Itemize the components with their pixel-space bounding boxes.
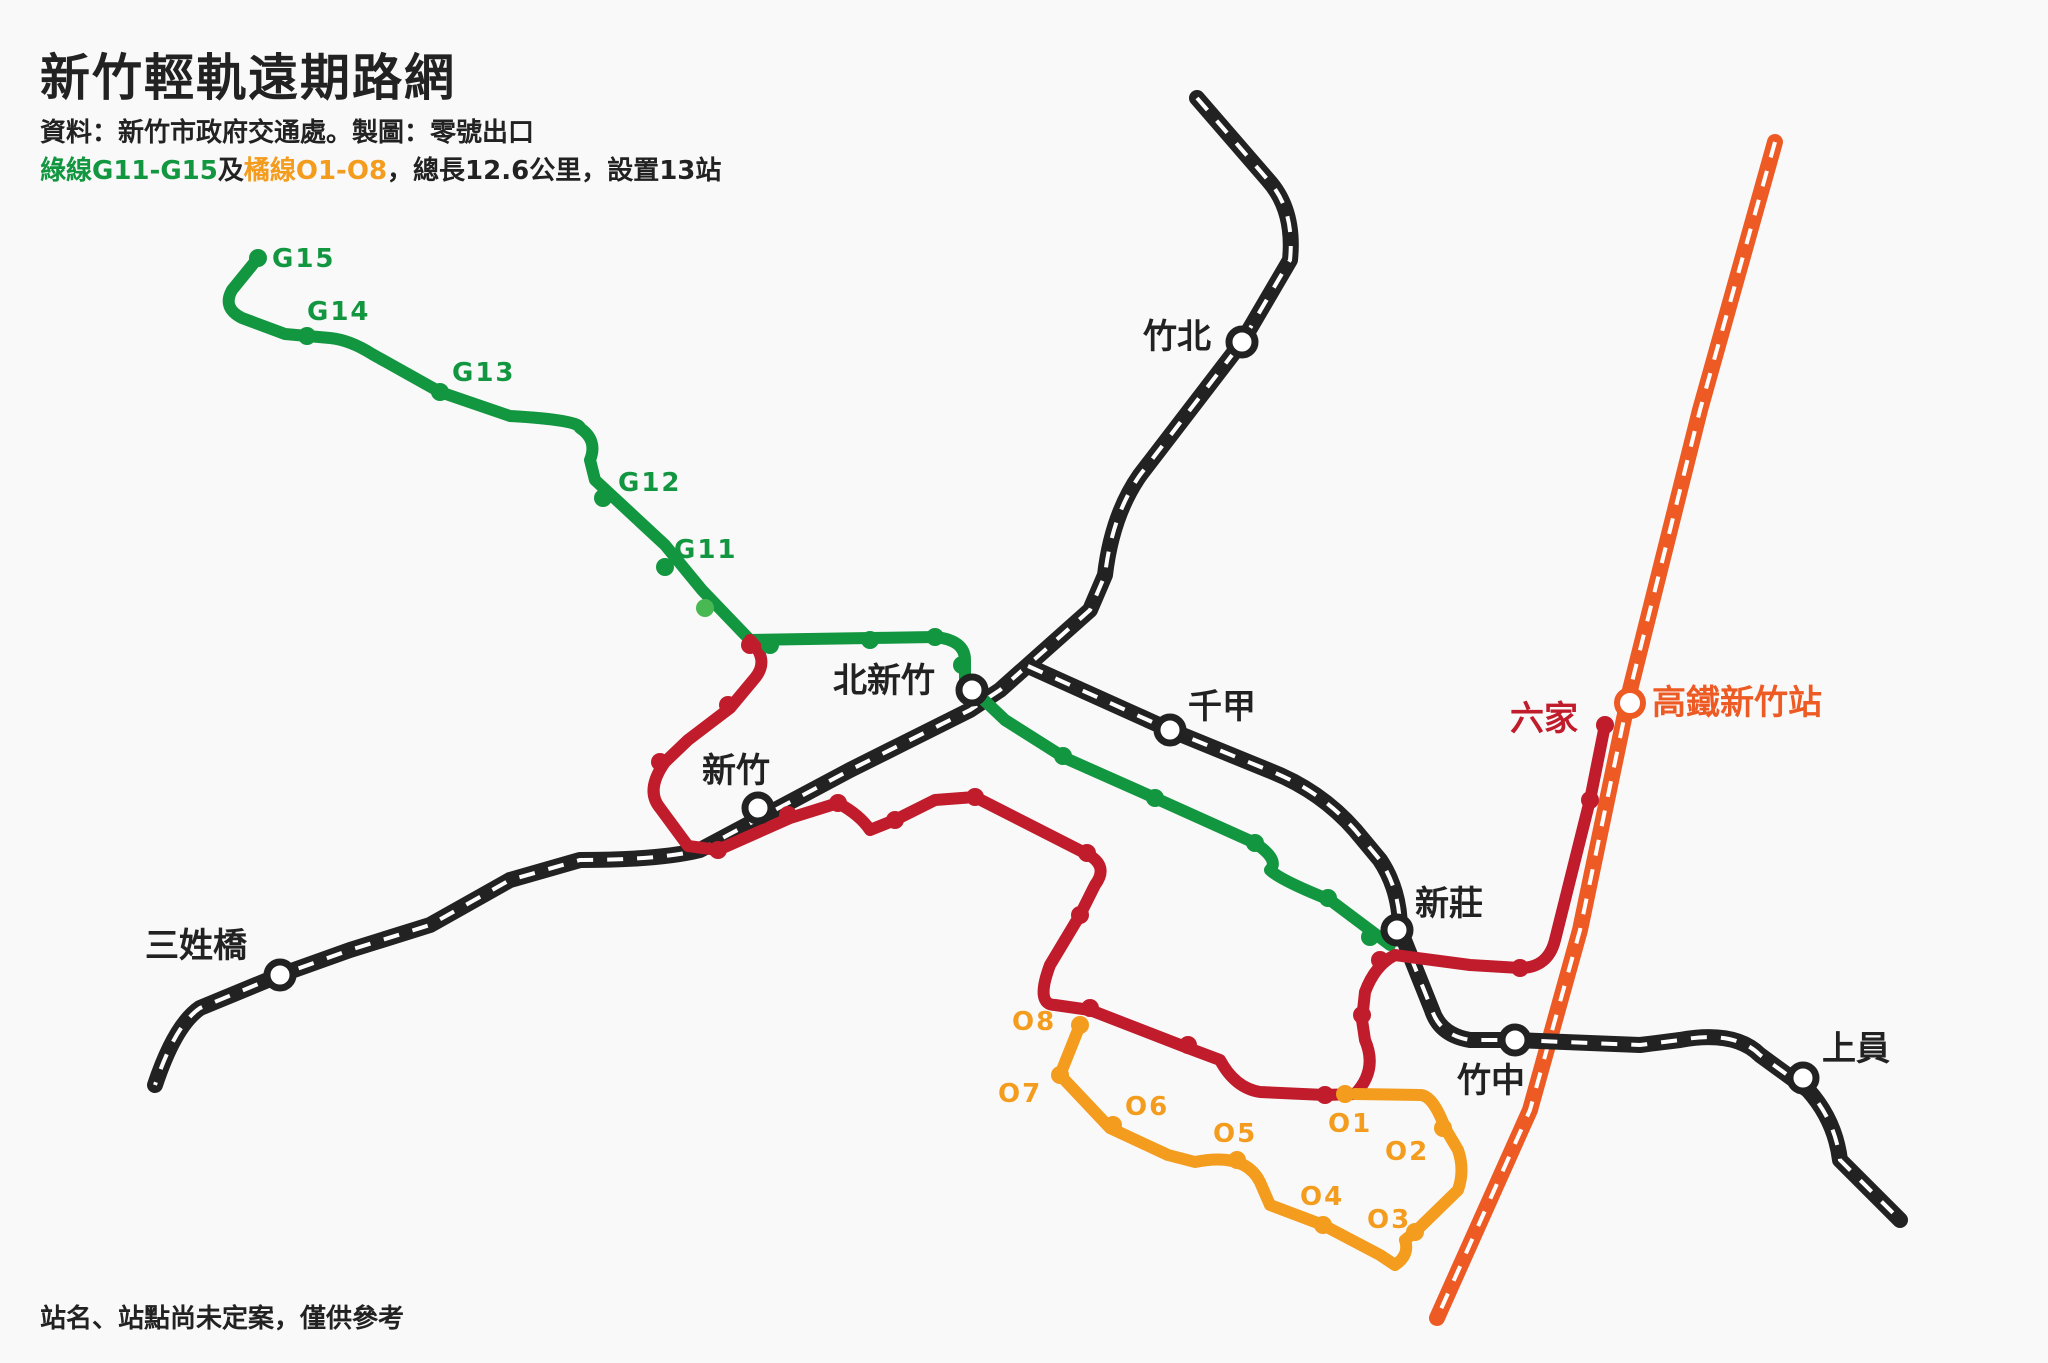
red-stop	[1071, 906, 1089, 924]
map-source: 資料：新竹市政府交通處。製圖：零號出口	[40, 118, 535, 148]
station-labels: 竹北 北新竹 千甲 新竹 三姓橋 新莊 竹中 上員 高鐵新竹站 六家	[145, 317, 1890, 1101]
label-sanxingqiao: 三姓橋	[145, 926, 247, 966]
red-stop	[1511, 959, 1529, 977]
label-o8: O8	[1012, 1007, 1056, 1037]
orange-stop-o3	[1406, 1223, 1424, 1241]
label-o3: O3	[1367, 1205, 1411, 1235]
hsr-line	[1429, 134, 1783, 1326]
red-stop	[651, 753, 669, 771]
label-o5: O5	[1213, 1119, 1257, 1149]
green-stop	[861, 631, 879, 649]
summary-orange: 橘線O1-O8	[243, 156, 388, 186]
green-stop	[696, 599, 714, 617]
label-g15: G15	[272, 244, 336, 274]
orange-stop-o5	[1228, 1151, 1246, 1169]
red-stop	[1581, 791, 1599, 809]
red-stop	[1353, 1006, 1371, 1024]
green-line	[222, 252, 1396, 951]
red-line	[647, 634, 1611, 1101]
red-stop	[829, 794, 847, 812]
green-stop-g14	[298, 327, 316, 345]
orange-stops	[1051, 1016, 1452, 1241]
red-stop	[1081, 999, 1099, 1017]
red-stops	[651, 636, 1614, 1104]
red-stop	[719, 696, 737, 714]
red-stop	[741, 636, 759, 654]
green-stop	[926, 628, 944, 646]
label-g11: G11	[674, 535, 738, 565]
label-shangyuan: 上員	[1822, 1029, 1890, 1069]
label-g14: G14	[307, 297, 371, 327]
summary-and: 及	[217, 156, 244, 186]
green-stop	[1361, 928, 1379, 946]
orange-stop-o4	[1314, 1216, 1332, 1234]
green-labels: G15 G14 G13 G12 G11	[272, 244, 738, 565]
label-g12: G12	[618, 468, 682, 498]
summary-rest: ，總長12.6公里，設置13站	[387, 156, 722, 186]
label-beixinzhu: 北新竹	[833, 661, 935, 701]
station-beixinzhu	[955, 673, 989, 707]
green-stop-g13	[431, 383, 449, 401]
disclaimer: 站名、站點尚未定案，僅供參考	[40, 1304, 405, 1334]
red-stop	[886, 811, 904, 829]
station-zhuzhong	[1498, 1023, 1532, 1057]
station-zhubei	[1225, 325, 1259, 359]
label-o4: O4	[1300, 1182, 1344, 1212]
red-stop	[779, 806, 797, 824]
red-stop	[1371, 951, 1389, 969]
green-stop-g12	[594, 489, 612, 507]
green-stop	[1319, 889, 1337, 907]
main-railway	[147, 90, 1299, 1093]
label-hsr-hsinchu: 高鐵新竹站	[1652, 683, 1822, 723]
map-summary: 綠線G11-G15及橘線O1-O8，總長12.6公里，設置13站	[40, 150, 721, 187]
station-hsr-hsinchu	[1614, 687, 1646, 719]
red-stop	[1179, 1036, 1197, 1054]
green-stop	[1146, 789, 1164, 807]
orange-stop-o7	[1051, 1066, 1069, 1084]
station-xinzhuang	[1380, 913, 1414, 947]
orange-stop-o8	[1071, 1016, 1089, 1034]
green-stop-g11	[656, 558, 674, 576]
orange-stop-o1	[1336, 1085, 1354, 1103]
orange-stop-o6	[1104, 1116, 1122, 1134]
label-xinzhu: 新竹	[702, 751, 770, 791]
green-stop	[1054, 747, 1072, 765]
summary-green: 綠線G11-G15	[40, 156, 218, 186]
station-shangyuan	[1786, 1061, 1820, 1095]
label-o7: O7	[998, 1079, 1042, 1109]
red-stop	[966, 788, 984, 806]
label-qianjia: 千甲	[1188, 687, 1256, 727]
label-o1: O1	[1328, 1109, 1372, 1139]
station-qianjia	[1153, 713, 1187, 747]
green-stop	[953, 656, 971, 674]
green-stop-g15	[249, 249, 267, 267]
label-o6: O6	[1125, 1092, 1169, 1122]
label-xinzhuang: 新莊	[1415, 884, 1483, 924]
label-liujia: 六家	[1510, 699, 1578, 739]
neiwan-branch	[1020, 658, 1908, 1228]
label-o2: O2	[1385, 1137, 1429, 1167]
label-zhuzhong: 竹中	[1457, 1061, 1525, 1101]
label-g13: G13	[452, 358, 516, 388]
red-stop	[1596, 716, 1614, 734]
green-stop	[761, 636, 779, 654]
red-stop	[709, 841, 727, 859]
orange-stop-o2	[1434, 1119, 1452, 1137]
station-sanxingqiao	[263, 958, 297, 992]
label-zhubei: 竹北	[1143, 317, 1211, 357]
red-stop	[1078, 844, 1096, 862]
map-title: 新竹輕軌遠期路網	[40, 49, 456, 107]
major-stations	[263, 325, 1820, 1095]
orange-labels: O1 O2 O3 O4 O5 O6 O7 O8	[998, 1007, 1429, 1235]
red-stop	[1316, 1086, 1334, 1104]
green-stop	[1246, 834, 1264, 852]
green-stops	[249, 249, 1379, 946]
station-xinzhu	[741, 791, 775, 825]
